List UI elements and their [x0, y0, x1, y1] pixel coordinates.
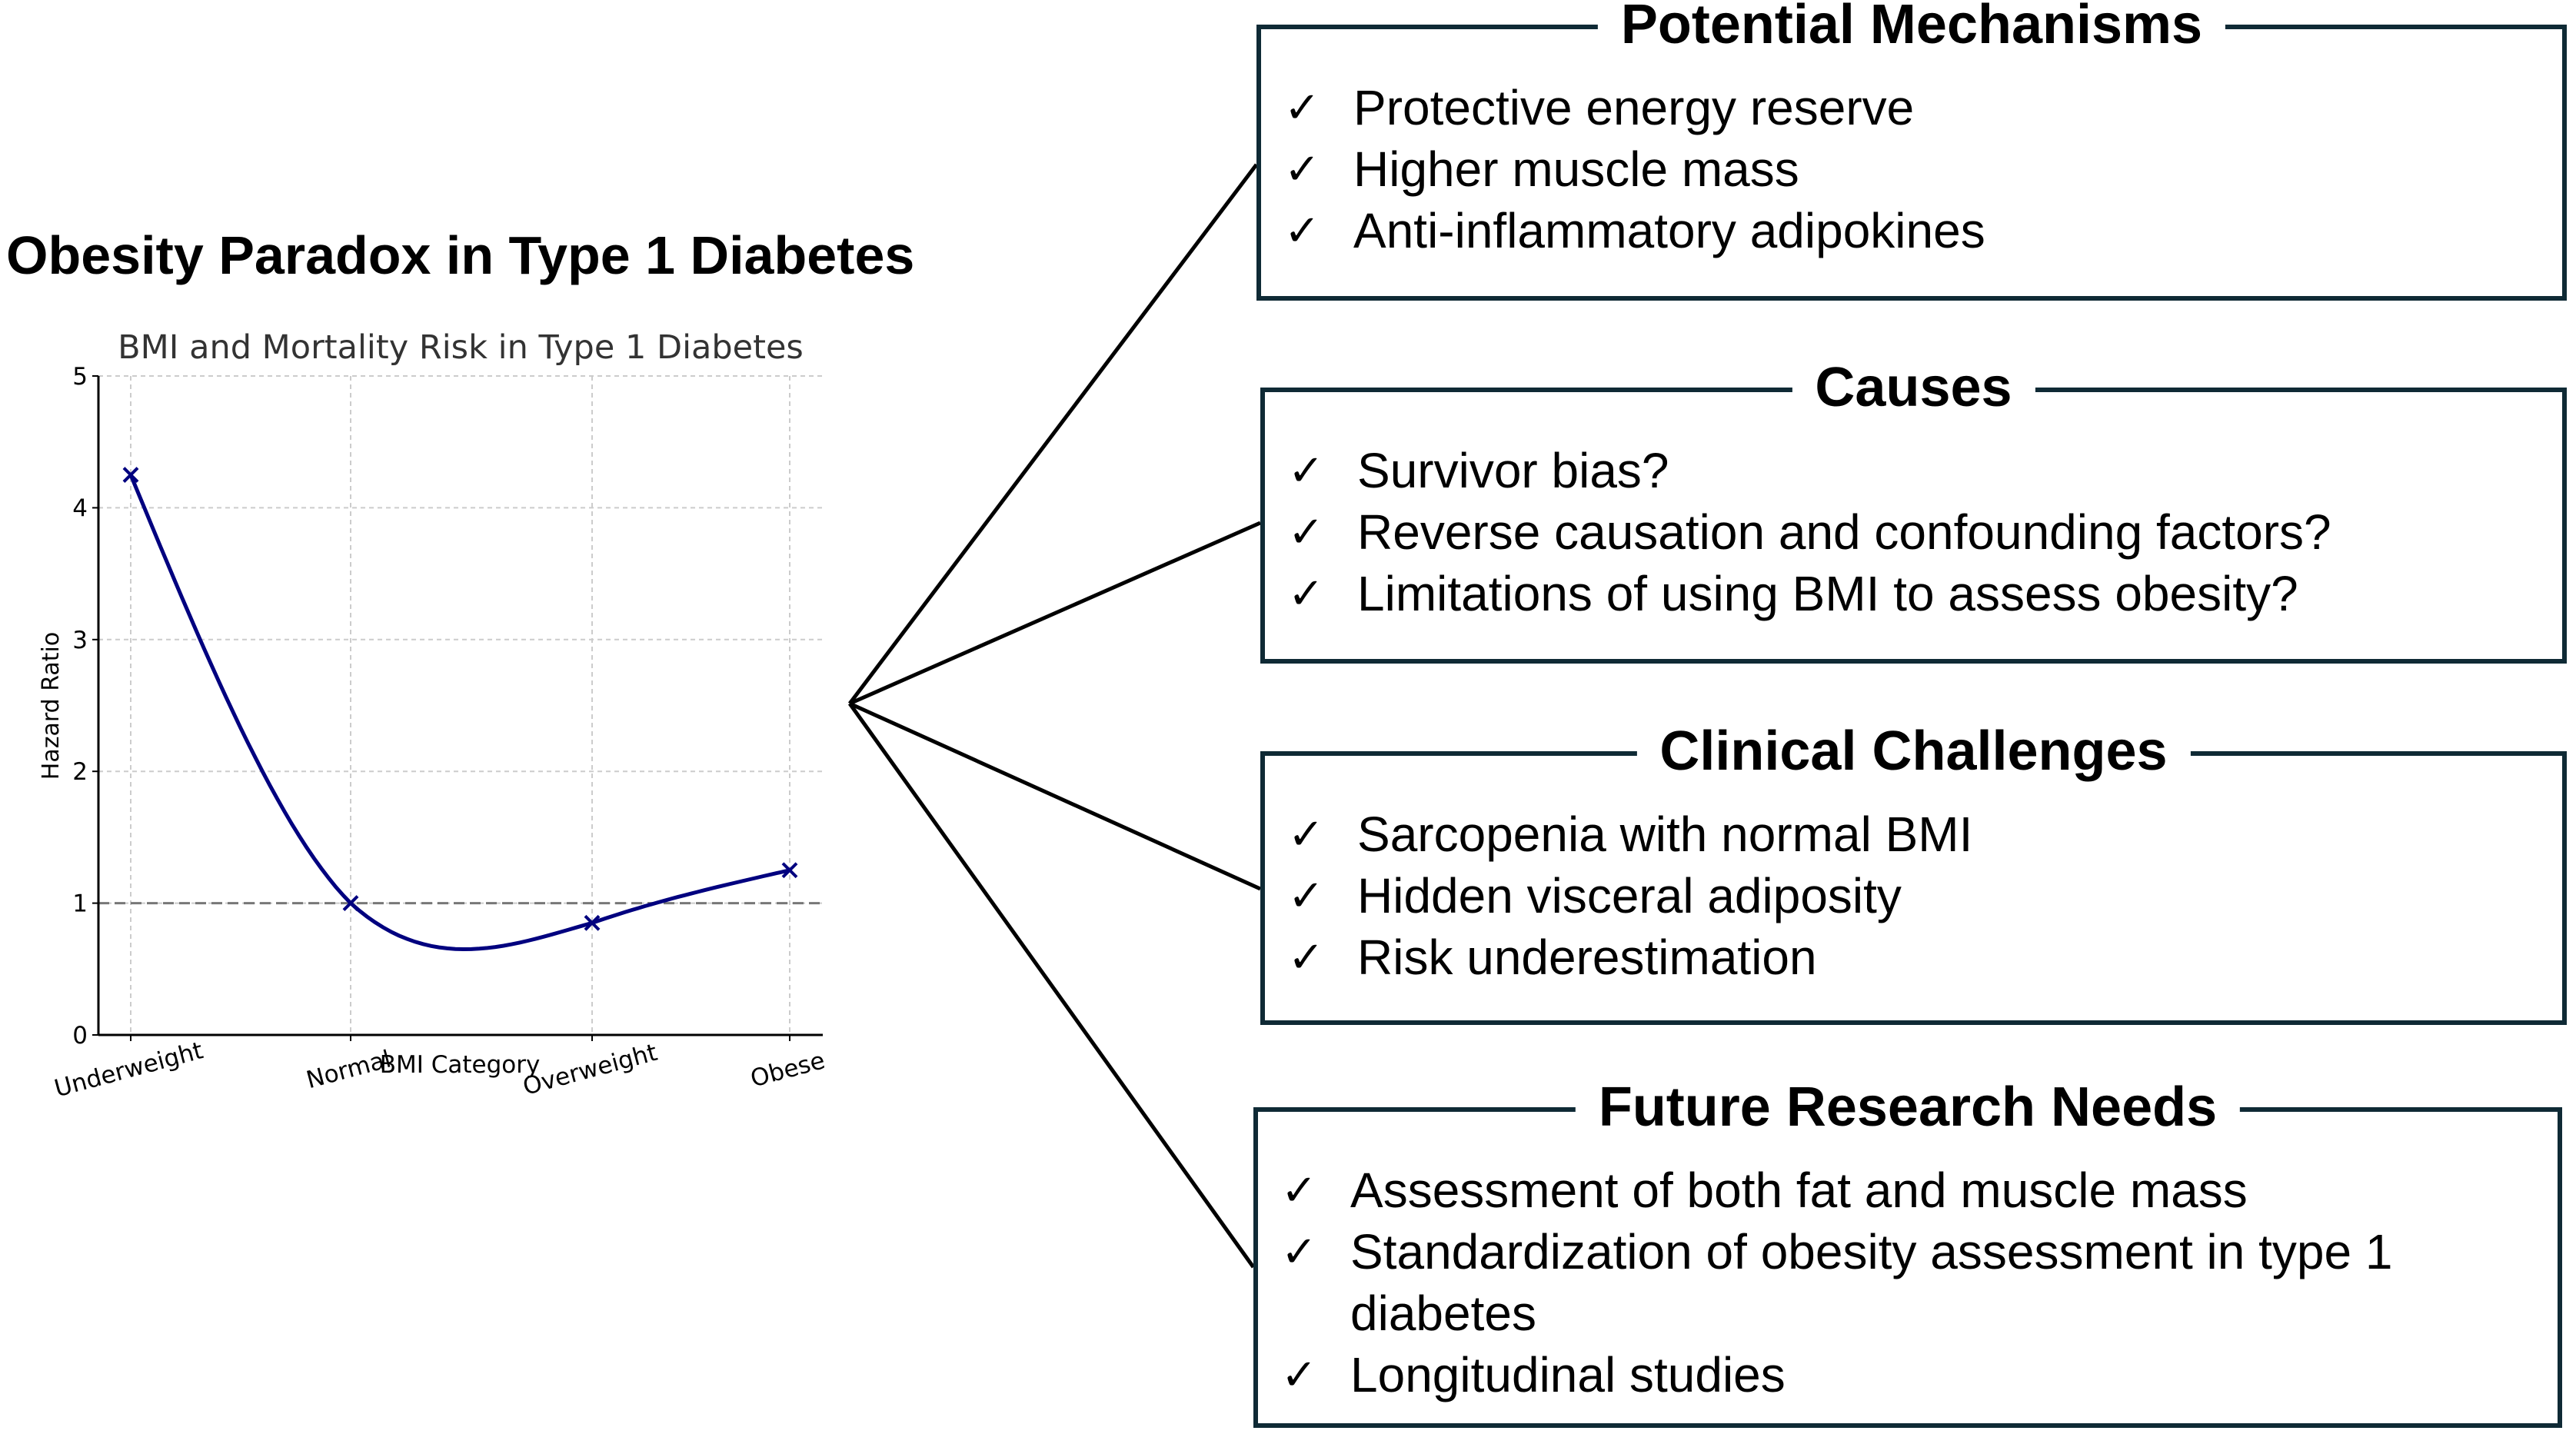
- chart-title: BMI and Mortality Risk in Type 1 Diabete…: [118, 328, 804, 367]
- check-icon: ✓: [1288, 507, 1324, 556]
- data-point-marker: [122, 467, 139, 483]
- main-title: Obesity Paradox in Type 1 Diabetes: [6, 225, 915, 285]
- list-item: ✓ Sarcopenia with normal BMI: [1288, 804, 2547, 865]
- item-text: Anti-inflammatory adipokines: [1353, 203, 1985, 258]
- list-item: ✓ Reverse causation and confounding facto…: [1288, 501, 2547, 563]
- list-item: ✓ Hidden visceral adiposity: [1288, 865, 2547, 927]
- check-icon: ✓: [1284, 145, 1320, 193]
- item-text: Assessment of both fat and muscle mass: [1350, 1163, 2248, 1218]
- item-text: Standardization of obesity assessment in…: [1350, 1224, 2393, 1341]
- y-tick-label: 2: [72, 758, 88, 786]
- item-text: Hidden visceral adiposity: [1357, 868, 1902, 923]
- connector-line: [848, 701, 1262, 891]
- connector-line: [848, 521, 1262, 706]
- list-item: ✓ Survivor bias?: [1288, 440, 2547, 501]
- check-icon: ✓: [1281, 1166, 1317, 1214]
- box-clinical-challenges: Clinical Challenges ✓ Sarcopenia with norm…: [1260, 720, 2567, 1025]
- connector-line: [848, 163, 1258, 705]
- box-title: Clinical Challenges: [1636, 720, 2191, 782]
- list-item: ✓ Standardization of obesity assessment i…: [1281, 1221, 2542, 1344]
- box-potential-mechanisms: Potential Mechanisms ✓ Protective energy r…: [1256, 0, 2567, 301]
- list-item: ✓ Protective energy reserve: [1284, 77, 2547, 138]
- item-text: Protective energy reserve: [1353, 80, 1915, 135]
- box-causes: Causes ✓ Survivor bias? ✓ Reverse causation …: [1260, 357, 2567, 664]
- x-tick-label: Obese: [747, 1046, 827, 1093]
- item-list: ✓ Protective energy reserve ✓ Higher muscle…: [1284, 77, 2547, 261]
- x-tick-label: Overweight: [520, 1039, 660, 1101]
- item-text: Survivor bias?: [1357, 443, 1669, 498]
- list-item: ✓ Longitudinal studies: [1281, 1344, 2542, 1406]
- list-item: ✓ Assessment of both fat and muscle mass: [1281, 1160, 2542, 1221]
- y-tick-label: 5: [72, 363, 88, 391]
- box-title: Future Research Needs: [1575, 1076, 2241, 1138]
- y-tick-label: 0: [72, 1022, 88, 1050]
- item-list: ✓ Survivor bias? ✓ Reverse causation and co…: [1288, 440, 2547, 624]
- check-icon: ✓: [1284, 83, 1320, 131]
- x-tick-label: Normal: [304, 1045, 394, 1094]
- check-icon: ✓: [1281, 1227, 1317, 1276]
- data-point-marker: [781, 862, 798, 879]
- data-point-marker: [584, 914, 601, 931]
- check-icon: ✓: [1288, 933, 1324, 981]
- item-text: Limitations of using BMI to assess obesi…: [1357, 566, 2298, 621]
- item-text: Risk underestimation: [1357, 930, 1817, 985]
- connector-lines: [847, 163, 1262, 1269]
- box-future-research-needs: Future Research Needs ✓ Assessment of both…: [1253, 1076, 2562, 1428]
- x-axis-label: BMI Category: [380, 1051, 541, 1079]
- check-icon: ✓: [1288, 569, 1324, 617]
- data-point-marker: [342, 895, 359, 912]
- box-title: Causes: [1792, 357, 2035, 418]
- series-line: [128, 474, 790, 952]
- check-icon: ✓: [1281, 1350, 1317, 1399]
- list-item: ✓ Limitations of using BMI to assess obes…: [1288, 563, 2547, 624]
- y-tick-label: 4: [72, 494, 88, 522]
- check-icon: ✓: [1284, 206, 1320, 255]
- list-item: ✓ Higher muscle mass: [1284, 138, 2547, 200]
- check-icon: ✓: [1288, 446, 1324, 494]
- y-axis-label: Hazard Ratio: [38, 632, 65, 780]
- y-tick-label: 1: [72, 890, 88, 918]
- item-text: Higher muscle mass: [1353, 141, 1799, 197]
- item-list: ✓ Sarcopenia with normal BMI ✓ Hidden visce…: [1288, 804, 2547, 988]
- check-icon: ✓: [1288, 871, 1324, 920]
- item-text: Sarcopenia with normal BMI: [1357, 807, 1973, 862]
- list-item: ✓ Anti-inflammatory adipokines: [1284, 200, 2547, 261]
- connector-line: [847, 702, 1256, 1269]
- item-text: Longitudinal studies: [1350, 1347, 1786, 1402]
- item-list: ✓Assessment of both fat and muscle mass✓…: [1281, 1160, 2542, 1406]
- box-title: Potential Mechanisms: [1597, 0, 2226, 55]
- list-item: ✓ Risk underestimation: [1288, 927, 2547, 988]
- y-tick-label: 3: [72, 627, 88, 654]
- item-text: Reverse causation and confounding factor…: [1357, 504, 2331, 560]
- check-icon: ✓: [1288, 810, 1324, 858]
